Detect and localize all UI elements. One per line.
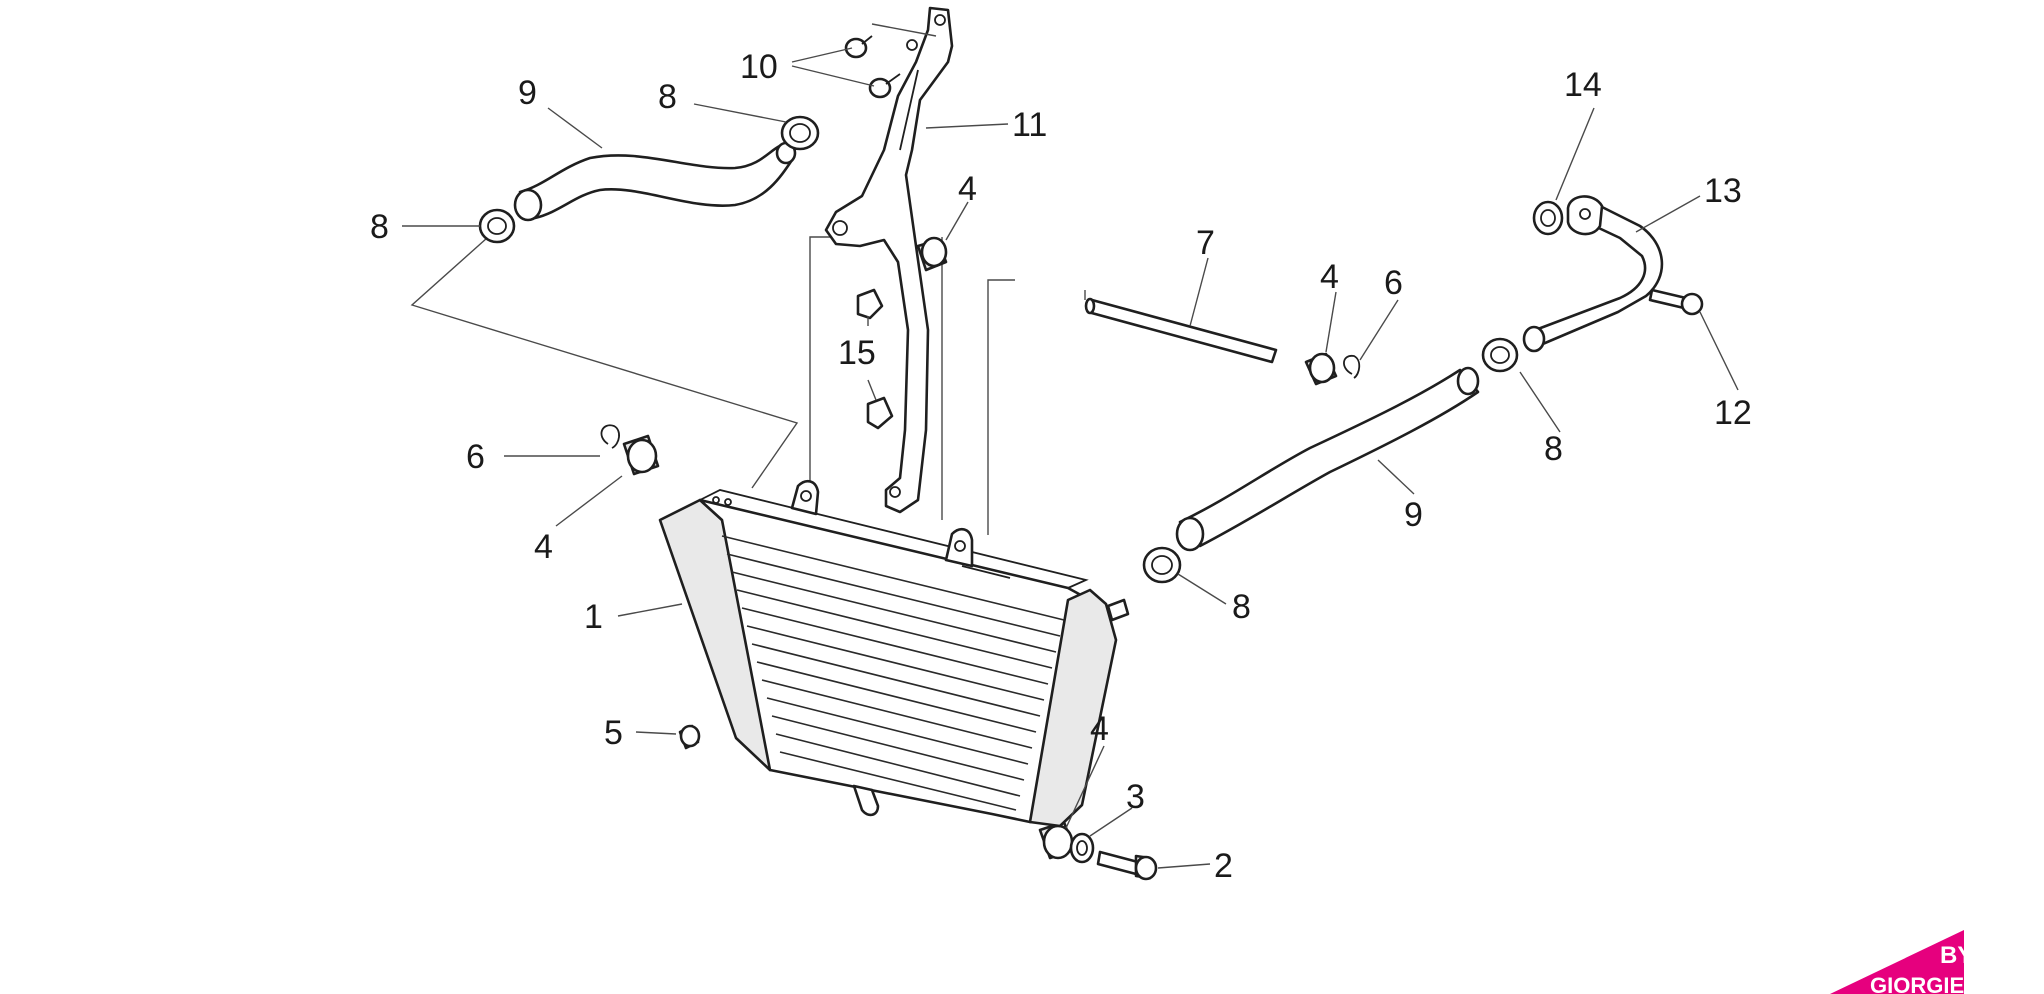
callout-8-lower: 8 bbox=[1232, 588, 1251, 626]
pipe-screw bbox=[1648, 288, 1704, 316]
mounting-bracket bbox=[824, 6, 954, 514]
callout-9-upper: 9 bbox=[518, 74, 537, 112]
callout-8-right: 8 bbox=[1544, 430, 1563, 468]
grommet-rod bbox=[1304, 352, 1338, 386]
spacer-rod bbox=[1084, 297, 1278, 364]
callout-11: 11 bbox=[1012, 106, 1047, 144]
assembly-guide-lines bbox=[410, 236, 1086, 535]
washer bbox=[1069, 832, 1095, 864]
callout-15: 15 bbox=[838, 334, 876, 372]
hose-clamp-right bbox=[1481, 337, 1519, 373]
callout-7: 7 bbox=[1196, 224, 1215, 262]
sealing-washer bbox=[1532, 200, 1564, 236]
nut bbox=[678, 724, 701, 750]
callout-14: 14 bbox=[1564, 66, 1602, 104]
callout-1: 1 bbox=[584, 598, 603, 636]
hose-lower-right bbox=[1175, 366, 1480, 552]
callout-3: 3 bbox=[1126, 778, 1145, 816]
watermark-logo: BY GIORGIE bbox=[1830, 930, 1973, 994]
callout-labels: 1 2 3 4 4 4 4 5 6 6 7 8 8 8 8 9 9 10 11 … bbox=[370, 48, 1752, 885]
callout-5: 5 bbox=[604, 714, 623, 752]
circlip-rod bbox=[1343, 355, 1361, 379]
circlip-left bbox=[600, 424, 620, 449]
callout-4-rod: 4 bbox=[1320, 258, 1339, 296]
watermark-line1: BY bbox=[1940, 942, 1973, 969]
callout-4-left: 4 bbox=[534, 528, 553, 566]
callout-12: 12 bbox=[1714, 394, 1752, 432]
callout-8-upper: 8 bbox=[658, 78, 677, 116]
bracket-screws bbox=[844, 35, 901, 99]
bolt bbox=[1096, 850, 1158, 881]
hose-clamp-lower bbox=[1142, 546, 1182, 584]
callout-4-upper: 4 bbox=[958, 170, 977, 208]
grommet-upper bbox=[916, 236, 948, 272]
callout-2: 2 bbox=[1214, 847, 1233, 885]
callout-8-left: 8 bbox=[370, 208, 389, 246]
callout-6-rod: 6 bbox=[1384, 264, 1403, 302]
grommet-lower bbox=[1038, 820, 1076, 860]
callout-13: 13 bbox=[1704, 172, 1742, 210]
hose-clamp-upper bbox=[780, 115, 820, 151]
retaining-clips bbox=[856, 288, 894, 430]
callout-4-lower: 4 bbox=[1090, 710, 1109, 748]
hose-clamp-left bbox=[478, 208, 516, 244]
callout-10: 10 bbox=[740, 48, 778, 86]
oil-cooler-radiator bbox=[658, 479, 1130, 828]
watermark-line2: GIORGIE bbox=[1870, 973, 1964, 994]
hose-upper-left bbox=[513, 141, 797, 222]
callout-6-left: 6 bbox=[466, 438, 485, 476]
callout-9-lower: 9 bbox=[1404, 496, 1423, 534]
leader-lines bbox=[402, 23, 1739, 869]
grommet-left bbox=[622, 434, 660, 476]
